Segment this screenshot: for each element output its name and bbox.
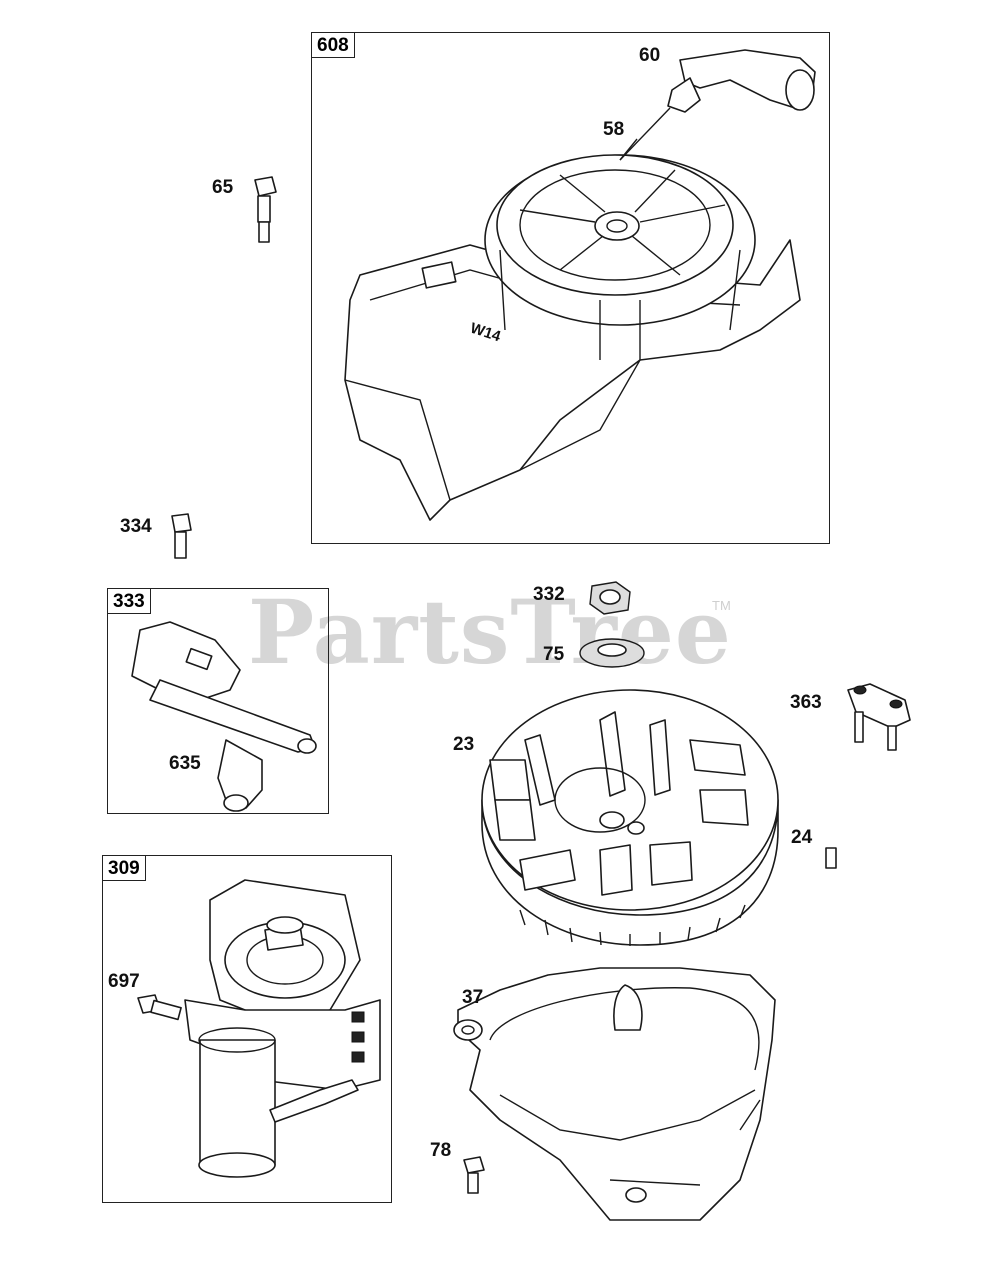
label-334[interactable]: 334 xyxy=(120,516,152,537)
label-37[interactable]: 37 xyxy=(462,987,484,1008)
group-tag-309: 309 xyxy=(102,855,146,881)
label-75[interactable]: 75 xyxy=(543,644,565,665)
label-24[interactable]: 24 xyxy=(791,827,813,848)
nut-332-illustration[interactable] xyxy=(589,581,631,615)
label-60[interactable]: 60 xyxy=(639,45,661,66)
group-box-608[interactable]: 608 xyxy=(311,32,830,544)
label-78[interactable]: 78 xyxy=(430,1140,452,1161)
bracket-363-illustration[interactable] xyxy=(847,683,911,751)
shroud-37-illustration[interactable] xyxy=(453,967,776,1221)
flywheel-illustration[interactable] xyxy=(481,689,779,946)
bolt-334-illustration[interactable] xyxy=(171,513,192,559)
label-363[interactable]: 363 xyxy=(790,692,822,713)
label-332[interactable]: 332 xyxy=(533,584,565,605)
starter-handle-illustration[interactable] xyxy=(619,49,816,161)
leader-lines xyxy=(619,138,638,161)
starter-motor-illustration[interactable] xyxy=(184,879,381,1178)
label-58[interactable]: 58 xyxy=(603,119,625,140)
group-box-333[interactable]: 333 xyxy=(107,588,329,814)
bolt-78-illustration[interactable] xyxy=(463,1156,485,1194)
bolt-65-illustration[interactable] xyxy=(254,176,277,243)
washer-75-illustration[interactable] xyxy=(579,638,645,668)
blower-housing-illustration[interactable] xyxy=(344,154,801,521)
spark-plug-boot-illustration[interactable] xyxy=(217,739,263,812)
key-24-illustration[interactable] xyxy=(825,847,837,869)
label-635[interactable]: 635 xyxy=(169,753,201,774)
screw-697-illustration[interactable] xyxy=(137,994,182,1021)
group-tag-333: 333 xyxy=(107,588,151,614)
label-697[interactable]: 697 xyxy=(108,971,140,992)
label-23[interactable]: 23 xyxy=(453,734,475,755)
label-65[interactable]: 65 xyxy=(212,177,234,198)
ignition-armature-illustration[interactable] xyxy=(131,621,317,754)
watermark-trademark: TM xyxy=(712,598,731,613)
group-tag-608: 608 xyxy=(311,32,355,58)
group-box-309[interactable]: 309 xyxy=(102,855,392,1203)
